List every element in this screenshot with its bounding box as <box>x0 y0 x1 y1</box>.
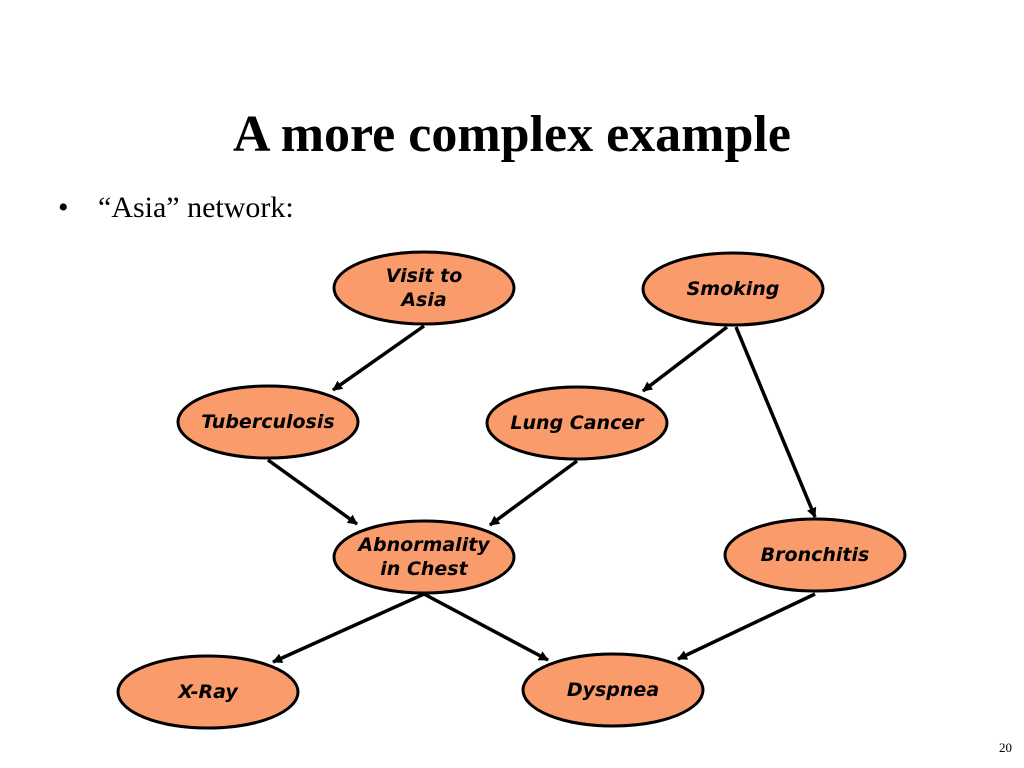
node-label: Bronchitis <box>761 544 870 566</box>
edge-abnormality-to-dyspnea <box>423 592 549 662</box>
node-shape <box>641 251 825 327</box>
edge-asia-to-tuberculosis <box>331 324 426 392</box>
node-bronchitis: Bronchitis <box>723 517 907 593</box>
edge-bronchitis-to-dyspnea <box>677 592 816 661</box>
node-label: Tuberculosis <box>201 411 334 433</box>
node-label: Asia <box>399 289 446 311</box>
node-tuberculosis: Tuberculosis <box>176 384 360 460</box>
bullet-marker: • <box>58 191 69 224</box>
node-label: Abnormality <box>356 534 491 556</box>
page-number: 20 <box>999 740 1012 755</box>
edge-tuberculosis-to-abnormality <box>266 458 359 526</box>
node-shape <box>723 517 907 593</box>
node-shape <box>176 384 360 460</box>
slide-title: A more complex example <box>233 106 791 163</box>
node-label: Dyspnea <box>567 679 659 701</box>
node-shape <box>332 250 516 326</box>
node-label: Visit to <box>386 265 463 287</box>
edge-smoking-to-bronchitis <box>734 326 817 518</box>
node-xray: X-Ray <box>116 654 300 730</box>
bullet-text: “Asia” network: <box>98 191 294 224</box>
edge-abnormality-to-xray <box>272 592 425 664</box>
node-label: Lung Cancer <box>510 412 645 434</box>
node-shape <box>485 385 669 461</box>
node-label: X-Ray <box>177 681 239 703</box>
node-lung-cancer: Lung Cancer <box>485 385 669 461</box>
node-smoking: Smoking <box>641 251 825 327</box>
node-label: Smoking <box>687 278 780 300</box>
bullet-item: • “Asia” network: <box>58 188 294 228</box>
node-label: in Chest <box>380 558 468 580</box>
node-dyspnea: Dyspnea <box>521 652 705 728</box>
node-shape <box>521 652 705 728</box>
edge-lung_cancer-to-abnormality <box>488 459 579 527</box>
node-shape <box>116 654 300 730</box>
edges-layer <box>266 324 817 664</box>
edge-smoking-to-lung_cancer <box>641 325 729 393</box>
node-shape <box>332 519 516 595</box>
